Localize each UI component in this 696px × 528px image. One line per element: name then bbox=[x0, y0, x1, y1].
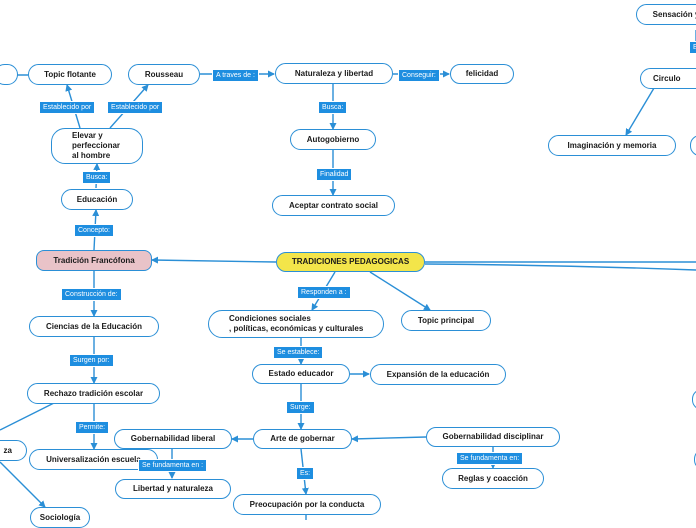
node-sociologia[interactable]: Sociología bbox=[30, 507, 90, 528]
node-contrato[interactable]: Aceptar contrato social bbox=[272, 195, 395, 216]
node-sensacion[interactable]: Sensación y bbox=[636, 4, 696, 25]
label-responden[interactable]: Responden a : bbox=[297, 286, 351, 299]
node-rechazo[interactable]: Rechazo tradición escolar bbox=[27, 383, 160, 404]
connector bbox=[151, 256, 277, 264]
node-preocupacion[interactable]: Preocupación por la conducta bbox=[233, 494, 381, 515]
node-autogobierno[interactable]: Autogobierno bbox=[290, 129, 376, 150]
node-gob-disciplinar[interactable]: Gobernabilidad disciplinar bbox=[426, 427, 560, 447]
node-gob-liberal[interactable]: Gobernabilidad liberal bbox=[114, 429, 232, 449]
node-za[interactable]: za bbox=[0, 440, 27, 461]
label-permite[interactable]: Permite: bbox=[75, 421, 110, 434]
label-establecido-1[interactable]: Establecido por bbox=[39, 101, 96, 114]
node-arte-gobernar[interactable]: Arte de gobernar bbox=[253, 429, 352, 449]
node-felicidad[interactable]: felicidad bbox=[450, 64, 514, 84]
node-francofona[interactable]: Tradición Francófona bbox=[36, 250, 152, 271]
label-concepto[interactable]: Concepto: bbox=[74, 224, 114, 237]
label-busca-1[interactable]: Busca: bbox=[318, 101, 348, 114]
node-topic-principal[interactable]: Topic principal bbox=[401, 310, 491, 331]
label-surgen[interactable]: Surgen por: bbox=[69, 354, 114, 367]
label-fundamenta-1[interactable]: Se fundamenta en : bbox=[138, 459, 208, 472]
label-establecido-2[interactable]: Establecido por bbox=[107, 101, 164, 114]
connector bbox=[424, 263, 696, 271]
label-a-traves[interactable]: A traves de : bbox=[212, 69, 259, 82]
label-finalidad[interactable]: Finalidad bbox=[316, 168, 353, 181]
node-root[interactable]: TRADICIONES PEDAGOGICAS bbox=[276, 252, 425, 272]
node-circulo[interactable]: Circulo bbox=[640, 68, 696, 89]
node-ciencias[interactable]: Ciencias de la Educación bbox=[29, 316, 159, 337]
label-es[interactable]: Es: bbox=[296, 467, 315, 480]
connector bbox=[0, 461, 46, 508]
node-naturaleza-libertad[interactable]: Naturaleza y libertad bbox=[275, 63, 393, 84]
node-reglas[interactable]: Reglas y coacción bbox=[442, 468, 544, 489]
node-topic-flotante[interactable]: Topic flotante bbox=[28, 64, 112, 85]
label-conseguir[interactable]: Conseguir: bbox=[398, 69, 440, 82]
node-estado-educador[interactable]: Estado educador bbox=[252, 364, 350, 384]
node-educacion[interactable]: Educación bbox=[61, 189, 133, 210]
connector bbox=[351, 435, 427, 443]
node-condiciones[interactable]: Condiciones sociales , políticas, económ… bbox=[208, 310, 384, 338]
label-surge[interactable]: Surge: bbox=[286, 401, 315, 414]
node-partial-left[interactable] bbox=[0, 64, 18, 85]
node-expansion[interactable]: Expansión de la educación bbox=[370, 364, 506, 385]
node-rousseau[interactable]: Rousseau bbox=[128, 64, 200, 85]
label-busca-2[interactable]: Busca: bbox=[82, 171, 112, 184]
node-libertad-naturaleza[interactable]: Libertad y naturaleza bbox=[115, 479, 231, 499]
label-se-establece[interactable]: Se establece: bbox=[273, 346, 324, 359]
label-e[interactable]: E bbox=[689, 41, 696, 54]
connector bbox=[369, 271, 431, 311]
node-imaginacion[interactable]: Imaginación y memoria bbox=[548, 135, 676, 156]
node-elevar[interactable]: Elevar y perfeccionar al hombre bbox=[51, 128, 143, 164]
label-fundamenta-2[interactable]: Se fundamenta en: bbox=[456, 452, 524, 465]
connector bbox=[0, 399, 61, 431]
label-construccion[interactable]: Construcción de: bbox=[61, 288, 122, 301]
